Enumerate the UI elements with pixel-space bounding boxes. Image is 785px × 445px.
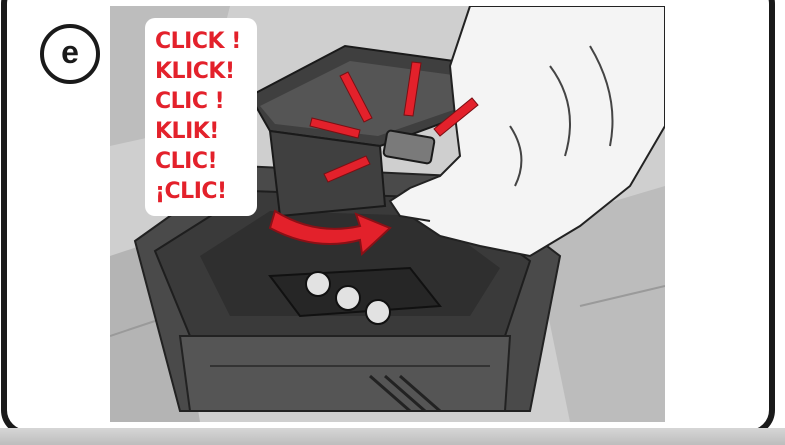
step-label: e [61,34,79,71]
step-badge: e [40,24,100,84]
click-word-italian: CLIC! [155,147,257,177]
click-word-spanish: ¡CLIC! [155,177,257,207]
click-word-dutch: KLIK! [155,117,257,147]
click-sound-callout: CLICK ! KLICK! CLIC ! KLIK! CLIC! ¡CLIC! [145,18,257,216]
click-word-german: KLICK! [155,57,257,87]
page-bottom-shadow [0,428,785,445]
click-word-english: CLICK ! [155,27,257,57]
click-word-french: CLIC ! [155,87,257,117]
